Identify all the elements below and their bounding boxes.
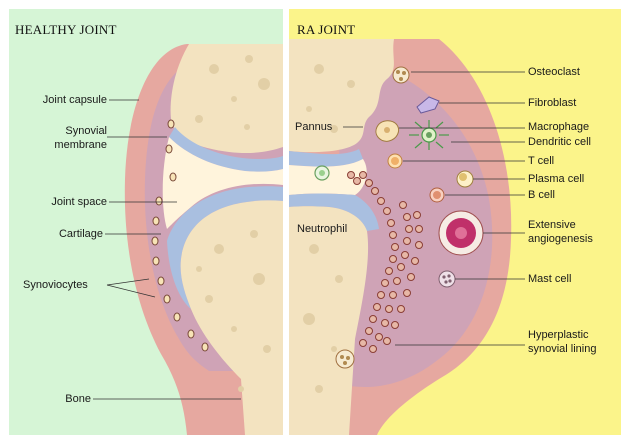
ra-mast-cell (439, 271, 455, 287)
label-osteoclast: Osteoclast (528, 66, 580, 79)
label-dendritic-cell: Dendritic cell (528, 136, 591, 149)
label-angiogenesis-line2: angiogenesis (528, 233, 593, 246)
label-t-cell: T cell (528, 155, 554, 168)
healthy-joint-illustration (9, 9, 283, 435)
healthy-joint-title: HEALTHY JOINT (15, 22, 117, 38)
label-synoviocytes: Synoviocytes (23, 279, 88, 292)
ra-angiogenesis-vessel (439, 211, 483, 255)
label-b-cell: B cell (528, 189, 555, 202)
label-hyperplastic-line2: synovial lining (528, 343, 596, 356)
label-neutrophil: Neutrophil (297, 223, 347, 236)
label-joint-space: Joint space (23, 196, 107, 209)
label-pannus: Pannus (295, 121, 332, 134)
ra-joint-title: RA JOINT (297, 22, 355, 38)
label-fibroblast: Fibroblast (528, 97, 576, 110)
label-cartilage: Cartilage (23, 228, 103, 241)
ra-osteoclast-cell (393, 67, 409, 83)
healthy-joint-panel: HEALTHY JOINT Joint capsule Synovial mem… (9, 9, 283, 435)
ra-neutrophil-cell (315, 166, 329, 180)
ra-lining-osteoclast-cell (336, 350, 354, 368)
label-angiogenesis-line1: Extensive (528, 219, 576, 232)
ra-b-cell (430, 188, 444, 202)
label-synovial-membrane-line2: membrane (23, 139, 107, 152)
label-plasma-cell: Plasma cell (528, 173, 584, 186)
label-macrophage: Macrophage (528, 121, 589, 134)
label-joint-capsule: Joint capsule (23, 94, 107, 107)
healthy-upper-bone (171, 44, 283, 153)
ra-macrophage-cell (376, 121, 399, 142)
label-mast-cell: Mast cell (528, 273, 571, 286)
ra-plasma-cell (457, 171, 473, 187)
ra-joint-panel: RA JOINT Pannus Neutrophil Osteoclast Fi… (289, 9, 621, 435)
label-hyperplastic-line1: Hyperplastic (528, 329, 589, 342)
label-synovial-membrane-line1: Synovial (23, 125, 107, 138)
label-bone: Bone (23, 393, 91, 406)
ra-t-cell (388, 154, 402, 168)
